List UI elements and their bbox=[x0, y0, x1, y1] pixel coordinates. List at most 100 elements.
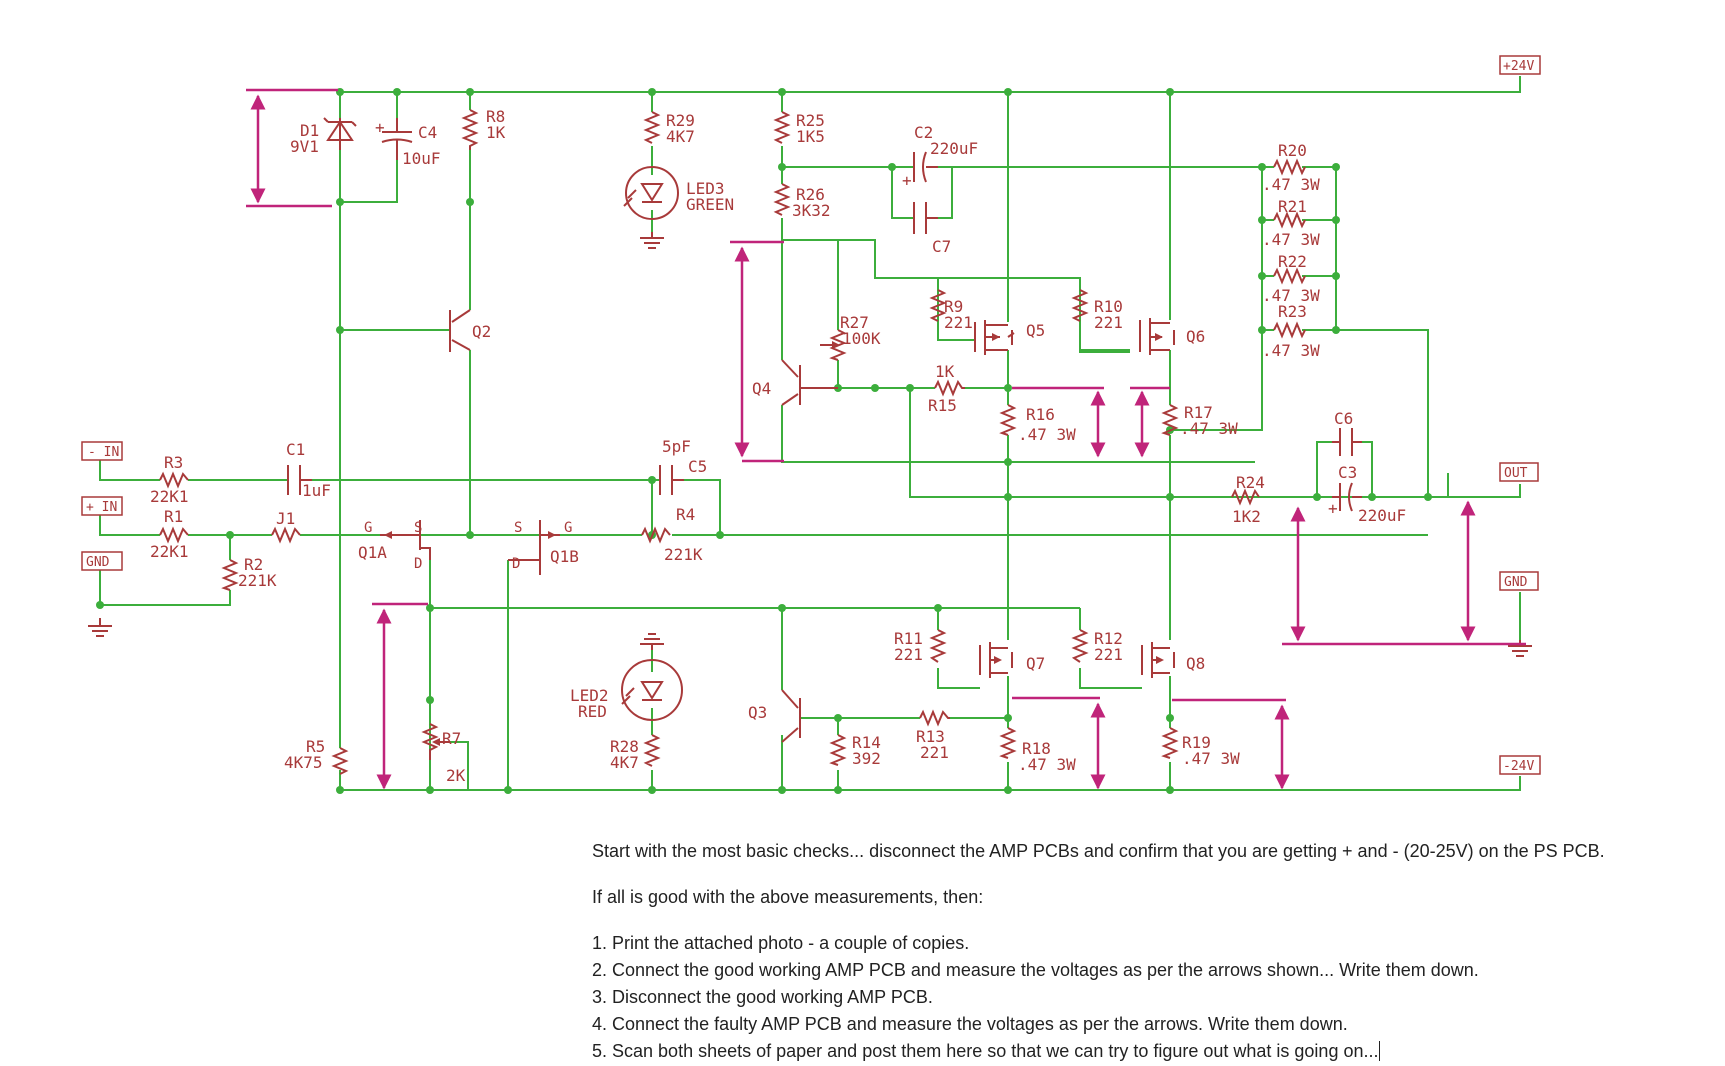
port-gnd-left-label: GND bbox=[86, 555, 110, 570]
port-v-pos: +24V bbox=[1499, 55, 1541, 75]
resistor-icon bbox=[221, 559, 239, 591]
r15-ref-value: 1K bbox=[935, 362, 955, 381]
r20-value: .47 3W bbox=[1262, 175, 1320, 194]
q1a-pin-g: G bbox=[364, 520, 372, 536]
zener-diode-icon bbox=[323, 117, 357, 150]
c5-ref: C5 bbox=[688, 457, 707, 476]
r20-ref: R20 bbox=[1278, 141, 1307, 160]
instruction-step-last: 5. Scan both sheets of paper and post th… bbox=[592, 1038, 1717, 1065]
resistor-icon bbox=[929, 629, 947, 663]
jfet-icon bbox=[508, 520, 560, 575]
r27-ref: R27 bbox=[840, 313, 869, 332]
r16-value: .47 3W bbox=[1018, 425, 1076, 444]
r5-value: 4K75 bbox=[284, 753, 323, 772]
q3-ref: Q3 bbox=[748, 703, 767, 722]
potentiometer-icon bbox=[820, 329, 847, 361]
resistor-icon bbox=[643, 111, 661, 144]
c6-ref: C6 bbox=[1334, 409, 1353, 428]
mosfet-icon bbox=[974, 320, 1015, 355]
instructions: Start with the most basic checks... disc… bbox=[592, 838, 1717, 1065]
resistor-icon bbox=[331, 747, 349, 775]
r14-value: 392 bbox=[852, 749, 881, 768]
r9-ref: R9 bbox=[944, 297, 963, 316]
q1b-ref: Q1B bbox=[550, 547, 579, 566]
c1-ref: C1 bbox=[286, 440, 305, 459]
resistor-icon bbox=[1161, 404, 1179, 436]
resistor-icon bbox=[1273, 267, 1306, 285]
d1-ref: D1 bbox=[300, 121, 319, 140]
r7-ref: R7 bbox=[442, 729, 461, 748]
c3-value: 220uF bbox=[1358, 506, 1406, 525]
c4-ref: C4 bbox=[418, 123, 437, 142]
resistor-icon bbox=[919, 709, 950, 727]
r21-ref: R21 bbox=[1278, 197, 1307, 216]
resistor-icon bbox=[934, 379, 965, 397]
resistor-icon bbox=[1273, 158, 1306, 176]
q6-ref: Q6 bbox=[1186, 327, 1205, 346]
r27-value: 100K bbox=[842, 329, 881, 348]
instruction-step: 2. Connect the good working AMP PCB and … bbox=[592, 960, 1479, 980]
capacitor-icon bbox=[913, 202, 938, 234]
d1-value: 9V1 bbox=[290, 137, 319, 156]
j1-ref: J1 bbox=[276, 509, 295, 528]
c2-value: 220uF bbox=[930, 139, 978, 158]
r24-ref: R24 bbox=[1236, 473, 1265, 492]
r7-value: 2K bbox=[446, 766, 466, 785]
resistor-icon bbox=[1071, 629, 1089, 663]
q1b-pin-s: S bbox=[514, 520, 522, 536]
capacitor-icon bbox=[287, 465, 312, 495]
resistor-icon bbox=[929, 289, 947, 322]
r3-ref: R3 bbox=[164, 453, 183, 472]
svg-text:+: + bbox=[375, 118, 385, 137]
measurement-markers bbox=[246, 88, 1526, 790]
port-v-pos-label: +24V bbox=[1503, 59, 1534, 74]
capacitor-icon bbox=[1332, 428, 1362, 456]
r2-value: 221K bbox=[238, 571, 277, 590]
q1a-ref: Q1A bbox=[358, 543, 387, 562]
port-v-neg-label: -24V bbox=[1503, 759, 1534, 774]
r19-ref: R19 bbox=[1182, 733, 1211, 752]
r22-ref: R22 bbox=[1278, 252, 1307, 271]
resistor-icon bbox=[271, 526, 301, 544]
q2-ref: Q2 bbox=[472, 322, 491, 341]
c2-ref: C2 bbox=[914, 123, 933, 142]
capacitor-icon bbox=[659, 465, 684, 495]
r18-ref: R18 bbox=[1022, 739, 1051, 758]
c4-value: 10uF bbox=[402, 149, 441, 168]
transistor-npn-icon bbox=[781, 689, 801, 743]
resistor-icon bbox=[159, 526, 189, 544]
q1a-pin-d: D bbox=[414, 556, 422, 572]
q1b-pin-g: G bbox=[564, 520, 572, 536]
port-in-pos: + IN bbox=[81, 496, 123, 516]
text-cursor bbox=[1379, 1041, 1381, 1061]
instruction-step: 3. Disconnect the good working AMP PCB. bbox=[592, 987, 933, 1007]
port-gnd-right-label: GND bbox=[1504, 575, 1528, 590]
ports: +24V OUT GND -24V - IN + IN GND bbox=[81, 55, 1541, 775]
instruction-step: 5. Scan both sheets of paper and post th… bbox=[592, 1041, 1379, 1061]
r25-value: 1K5 bbox=[796, 127, 825, 146]
resistor-icon bbox=[999, 404, 1017, 436]
r8-ref: R8 bbox=[486, 107, 505, 126]
c5-value: 5pF bbox=[662, 437, 691, 456]
r3-value: 22K1 bbox=[150, 487, 189, 506]
r1-ref: R1 bbox=[164, 507, 183, 526]
r2-ref: R2 bbox=[244, 555, 263, 574]
q7-ref: Q7 bbox=[1026, 654, 1045, 673]
r24-value: 1K2 bbox=[1232, 507, 1261, 526]
r11-ref: R11 bbox=[894, 629, 923, 648]
capacitor-polarized-icon: + bbox=[1328, 482, 1362, 518]
wires bbox=[99, 76, 1521, 791]
led-icon bbox=[623, 166, 679, 249]
amplifier-schematic: + + + bbox=[81, 55, 1541, 794]
led-icon bbox=[621, 633, 683, 721]
ground-icon bbox=[1508, 640, 1532, 657]
mosfet-icon bbox=[1139, 318, 1175, 355]
r28-ref: R28 bbox=[610, 737, 639, 756]
transistor-npn-icon bbox=[781, 359, 838, 406]
resistor-icon bbox=[1071, 289, 1089, 322]
r18-value: .47 3W bbox=[1018, 755, 1076, 774]
q1b-pin-d: D bbox=[512, 556, 520, 572]
r25-ref: R25 bbox=[796, 111, 825, 130]
port-out: OUT bbox=[1499, 462, 1539, 482]
r14-ref: R14 bbox=[852, 733, 881, 752]
